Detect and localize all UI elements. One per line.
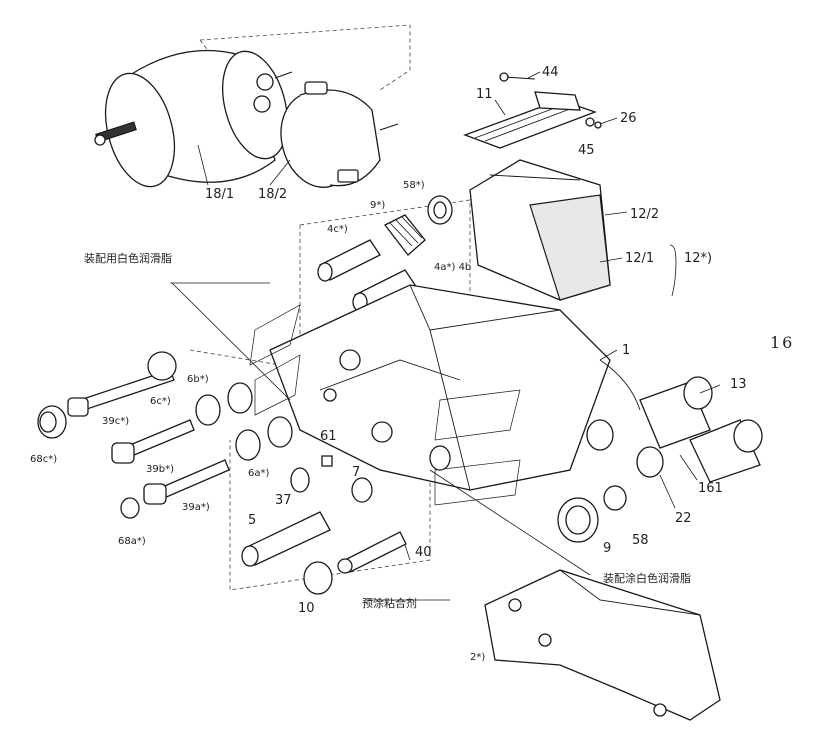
label-61: 61 <box>320 429 337 444</box>
bellows-9-top <box>384 214 426 256</box>
label-39b: 39b*) <box>146 464 174 475</box>
label-58-bottom: 58 <box>632 533 649 548</box>
label-45: 45 <box>578 143 595 158</box>
label-58-top: 58*) <box>403 180 425 191</box>
label-4c: 4c*) <box>327 224 348 235</box>
bolt-44 <box>499 72 536 82</box>
label-18-1: 18/1 <box>205 187 234 202</box>
seal-58-bottom <box>603 485 627 511</box>
label-6a: 6a*) <box>248 468 269 479</box>
sleeve-7 <box>351 445 451 503</box>
label-68a: 68a*) <box>118 536 146 547</box>
pin-61 <box>321 455 333 467</box>
bellows-9-bottom <box>557 497 599 543</box>
label-9-bottom: 9 <box>603 541 611 556</box>
brake-pads-12 <box>469 159 611 301</box>
label-6c: 6c*) <box>150 396 171 407</box>
cap-68a <box>120 497 140 519</box>
label-13: 13 <box>730 377 747 392</box>
seal-58-top <box>427 195 453 225</box>
label-2: 2*) <box>470 652 485 663</box>
label-11: 11 <box>476 87 493 102</box>
label-12-1: 12/1 <box>625 251 654 266</box>
bolt-40 <box>337 531 407 574</box>
cap-10 <box>303 561 333 595</box>
label-39c: 39c*) <box>102 416 129 427</box>
ghost-overlay <box>249 304 521 506</box>
ring-22 <box>586 419 664 478</box>
label-44: 44 <box>542 65 559 80</box>
brake-chamber-18-2 <box>280 81 399 188</box>
bolt-39a <box>143 459 230 505</box>
label-9-top: 9*) <box>370 200 385 211</box>
label-6b: 6b*) <box>187 374 209 385</box>
label-22: 22 <box>675 511 692 526</box>
washer-26-45 <box>585 117 602 129</box>
brake-chamber-18-1 <box>94 49 293 188</box>
label-40: 40 <box>415 545 432 560</box>
label-18-2: 18/2 <box>258 187 287 202</box>
boundary-chamber <box>199 24 411 91</box>
carrier-2 <box>484 569 721 721</box>
cap-6c <box>147 351 177 381</box>
note-grease-apply: 装配涂白色润滑脂 <box>603 571 691 585</box>
label-39a: 39a*) <box>182 502 210 513</box>
leader-lines <box>170 71 721 601</box>
bushing-6a <box>235 416 293 461</box>
boot-13 <box>639 376 763 483</box>
label-12-2: 12/2 <box>630 207 659 222</box>
label-7: 7 <box>352 465 360 480</box>
label-10: 10 <box>298 601 315 616</box>
retaining-plate-11 <box>463 91 597 149</box>
bolt-39b <box>111 419 195 464</box>
label-26: 26 <box>620 111 637 126</box>
label-4a-4b: 4a*) 4b <box>434 262 471 273</box>
note-adhesive: 预涂粘合剂 <box>362 596 417 610</box>
note-grease-assembly: 装配用白色润滑脂 <box>84 251 172 265</box>
bushing-6b <box>195 382 253 426</box>
label-5: 5 <box>248 513 256 528</box>
bolt-39c <box>67 369 175 417</box>
label-68c: 68c*) <box>30 454 57 465</box>
seal-37 <box>290 467 310 493</box>
label-161: 161 <box>698 481 723 496</box>
label-12: 12*) <box>684 251 712 266</box>
label-1: 1 <box>622 343 630 358</box>
page-number: 16 <box>770 333 794 352</box>
cap-68c <box>37 405 67 439</box>
guide-pin-5 <box>241 511 331 567</box>
sleeve-4c <box>317 239 381 282</box>
label-37: 37 <box>275 493 292 508</box>
caliper-housing-1 <box>269 284 641 491</box>
